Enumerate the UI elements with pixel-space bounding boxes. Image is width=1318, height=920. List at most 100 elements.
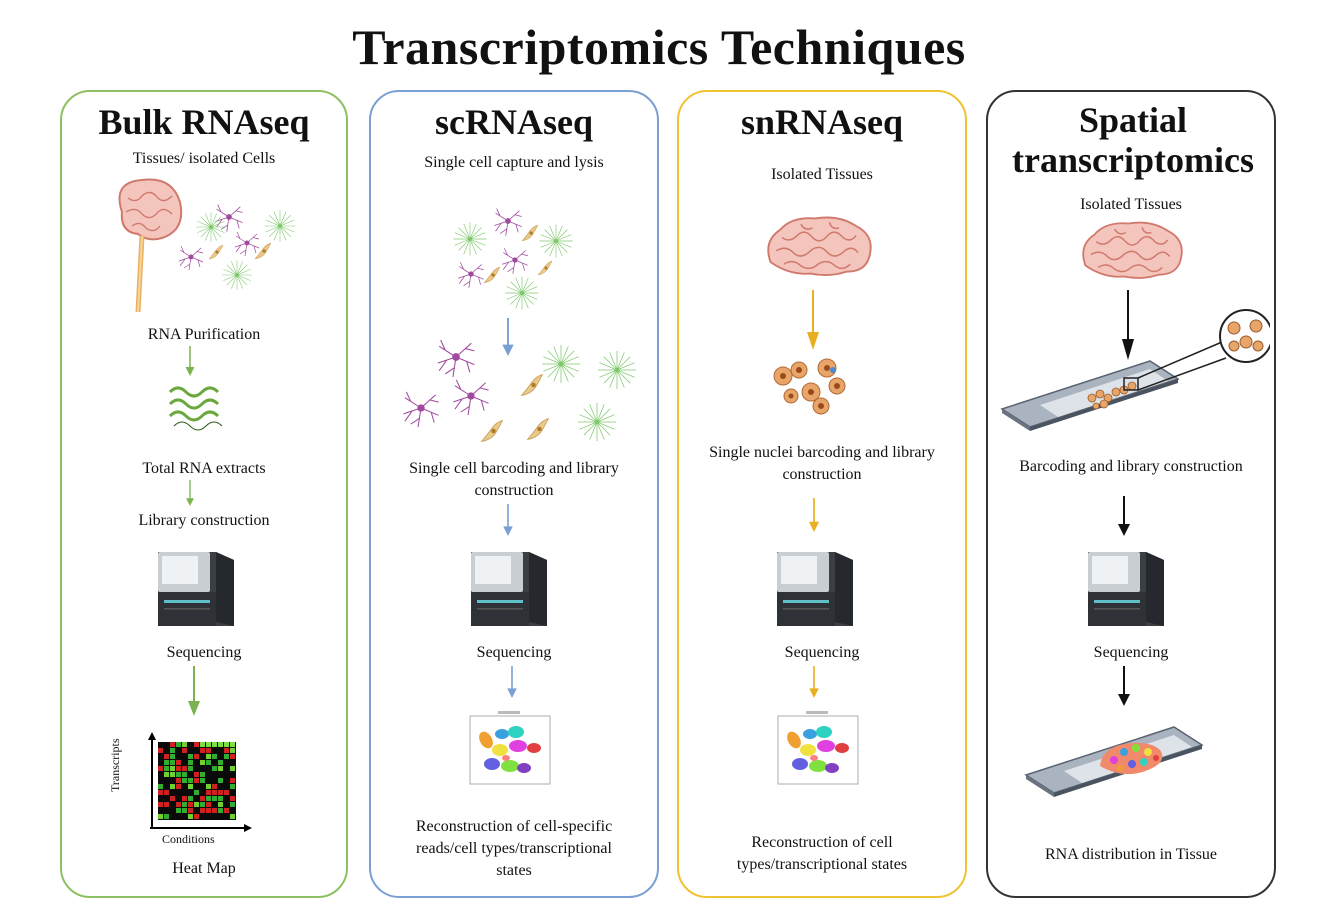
- heatmap-cell: [218, 778, 223, 783]
- heatmap-cell: [170, 748, 175, 753]
- arrow-down-icon: [1118, 496, 1130, 536]
- heatmap-cell: [230, 784, 235, 789]
- label-library: Library construction: [138, 512, 270, 529]
- sequencer-icon: [771, 548, 857, 630]
- heatmap-cell: [206, 748, 211, 753]
- heatmap-cell: [188, 814, 193, 819]
- heatmap-cell: [230, 766, 235, 771]
- panel-spatial-transcriptomics: Spatial transcriptomics Isolated Tissues…: [986, 90, 1276, 898]
- heatmap-cell: [188, 754, 193, 759]
- label-barcoding: Single cell barcoding and library constr…: [409, 460, 619, 499]
- cell-suspension-illustration: [453, 208, 573, 310]
- heatmap-cell: [164, 766, 169, 771]
- heatmap-cell: [164, 760, 169, 765]
- label-input: Isolated Tissues: [1080, 196, 1182, 213]
- arrow-down-icon: [502, 504, 514, 536]
- heatmap-cell: [170, 766, 175, 771]
- brain-icon: [763, 212, 877, 280]
- heatmap-cell: [182, 778, 187, 783]
- heatmap-cell: [200, 778, 205, 783]
- heatmap-cell: [164, 772, 169, 777]
- heatmap-cell: [188, 766, 193, 771]
- heatmap-cell: [176, 742, 181, 747]
- heatmap-cell: [230, 802, 235, 807]
- label-output: Heat Map: [172, 860, 236, 877]
- heatmap-cell: [176, 766, 181, 771]
- heatmap-cell: [158, 784, 163, 789]
- heatmap-cell: [200, 742, 205, 747]
- heatmap-cell: [188, 778, 193, 783]
- heatmap-cell: [212, 808, 217, 813]
- arrow-down-icon: [188, 666, 200, 716]
- heatmap-cell: [182, 748, 187, 753]
- heatmap-cell: [230, 742, 235, 747]
- label-barcoding: Single nuclei barcoding and library cons…: [709, 444, 935, 483]
- heatmap-cell: [158, 790, 163, 795]
- tissue-on-slide-illustration: [1001, 309, 1270, 432]
- label-extracts: Total RNA extracts: [142, 460, 266, 477]
- heatmap-cell: [218, 742, 223, 747]
- heatmap-cell: [176, 784, 181, 789]
- sequencer-icon: [152, 548, 238, 630]
- heatmap-cell: [182, 766, 187, 771]
- tsne-cluster-plot: [463, 710, 555, 790]
- label-output: RNA distribution in Tissue: [1044, 846, 1218, 863]
- heatmap-cell: [212, 742, 217, 747]
- heatmap-cell: [224, 808, 229, 813]
- panel-heading: scRNAseq: [435, 102, 593, 142]
- heatmap-cell: [170, 760, 175, 765]
- label-sequencing: Sequencing: [166, 644, 242, 661]
- label-sequencing: Sequencing: [1093, 644, 1169, 661]
- panel-heading: Spatial transcriptomics: [1012, 100, 1254, 180]
- heatmap-cell: [230, 748, 235, 753]
- sequencer-icon: [1082, 548, 1168, 630]
- heatmap-cell: [230, 778, 235, 783]
- arrow-down-icon: [184, 346, 196, 376]
- heatmap-cell: [200, 748, 205, 753]
- heatmap-icon: [148, 732, 252, 832]
- heatmap-cell: [164, 802, 169, 807]
- heatmap-cell: [212, 784, 217, 789]
- heatmap-cell: [176, 808, 181, 813]
- heatmap-cell: [164, 814, 169, 819]
- heatmap-cell: [230, 796, 235, 801]
- heatmap-cell: [170, 796, 175, 801]
- heatmap-cell: [218, 766, 223, 771]
- heatmap-cell: [158, 814, 163, 819]
- spatial-map-slide-illustration: [1025, 726, 1203, 798]
- label-output: Reconstruction of cell types/transcripti…: [736, 834, 908, 873]
- arrow-down-icon: [506, 666, 518, 698]
- heatmap-cell: [218, 802, 223, 807]
- arrow-down-icon: [184, 480, 196, 506]
- heatmap-cell: [212, 754, 217, 759]
- heatmap-cell: [170, 754, 175, 759]
- label-input: Isolated Tissues: [771, 166, 873, 183]
- heatmap-cell: [194, 772, 199, 777]
- heatmap-cell: [188, 760, 193, 765]
- label-input: Tissues/ isolated Cells: [132, 150, 276, 167]
- heatmap-cell: [212, 790, 217, 795]
- diagram-title: Transcriptomics Techniques: [352, 19, 966, 75]
- heatmap-cell: [230, 754, 235, 759]
- brain-and-cells-illustration: [118, 178, 296, 313]
- heatmap-cell: [176, 802, 181, 807]
- heatmap-cell: [188, 808, 193, 813]
- panel-bulk-rnaseq: Bulk RNAseq Tissues/ isolated Cells RNA …: [60, 90, 348, 898]
- panel-heading: snRNAseq: [740, 102, 904, 142]
- heatmap-cell: [194, 754, 199, 759]
- panel-scrnaseq: scRNAseq Single cell capture and lysis S…: [369, 90, 659, 898]
- isolated-cells-illustration: [402, 339, 637, 442]
- heatmap-cell: [158, 748, 163, 753]
- heatmap-cell: [188, 802, 193, 807]
- heatmap-cell: [218, 760, 223, 765]
- heatmap-cell: [212, 766, 217, 771]
- heatmap-cell: [194, 814, 199, 819]
- heatmap-cell: [194, 778, 199, 783]
- heatmap-cell: [170, 784, 175, 789]
- heatmap-cell: [176, 760, 181, 765]
- isolated-nuclei-icon: [771, 356, 851, 416]
- brain-icon: [1078, 218, 1188, 282]
- heatmap-cell: [212, 796, 217, 801]
- heatmap-cell: [224, 742, 229, 747]
- heatmap-cell: [182, 772, 187, 777]
